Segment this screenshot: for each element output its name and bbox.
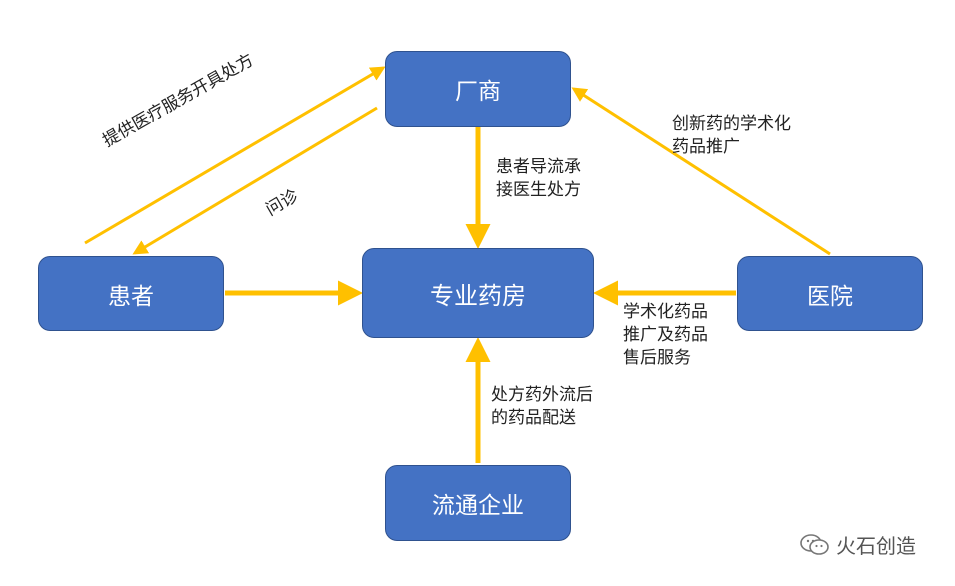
label-line: 药品推广 [672, 137, 740, 157]
node-hospital: 医院 [737, 256, 923, 331]
label-line: 处方药外流后 [491, 385, 593, 405]
label-distributor-to-pharmacy: 处方药外流后 的药品配送 [491, 384, 593, 430]
watermark: 火石创造 [800, 530, 916, 559]
node-distributor: 流通企业 [385, 465, 571, 541]
watermark-text: 火石创造 [836, 534, 916, 558]
label-line: 的药品配送 [491, 408, 576, 428]
label-line: 售后服务 [623, 348, 691, 368]
node-pharmacy: 专业药房 [362, 248, 594, 338]
label-line: 推广及药品 [623, 325, 708, 345]
label-manufacturer-to-pharmacy: 患者导流承 接医生处方 [496, 156, 581, 202]
arrow-patient-to-manufacturer [84, 66, 386, 245]
node-patient: 患者 [38, 256, 224, 331]
label-line: 创新药的学术化 [672, 114, 791, 134]
label-line: 接医生处方 [496, 180, 581, 200]
arrow-manufacturer-to-patient [132, 106, 378, 255]
label-hospital-to-manufacturer: 创新药的学术化 药品推广 [672, 113, 791, 159]
arrow-hospital-to-manufacturer [571, 87, 831, 256]
label-line: 学术化药品 [623, 302, 708, 322]
node-manufacturer: 厂商 [385, 51, 571, 127]
wechat-icon [800, 533, 829, 555]
label-line: 患者导流承 [496, 157, 581, 177]
label-hospital-to-pharmacy: 学术化药品 推广及药品 售后服务 [623, 301, 708, 370]
